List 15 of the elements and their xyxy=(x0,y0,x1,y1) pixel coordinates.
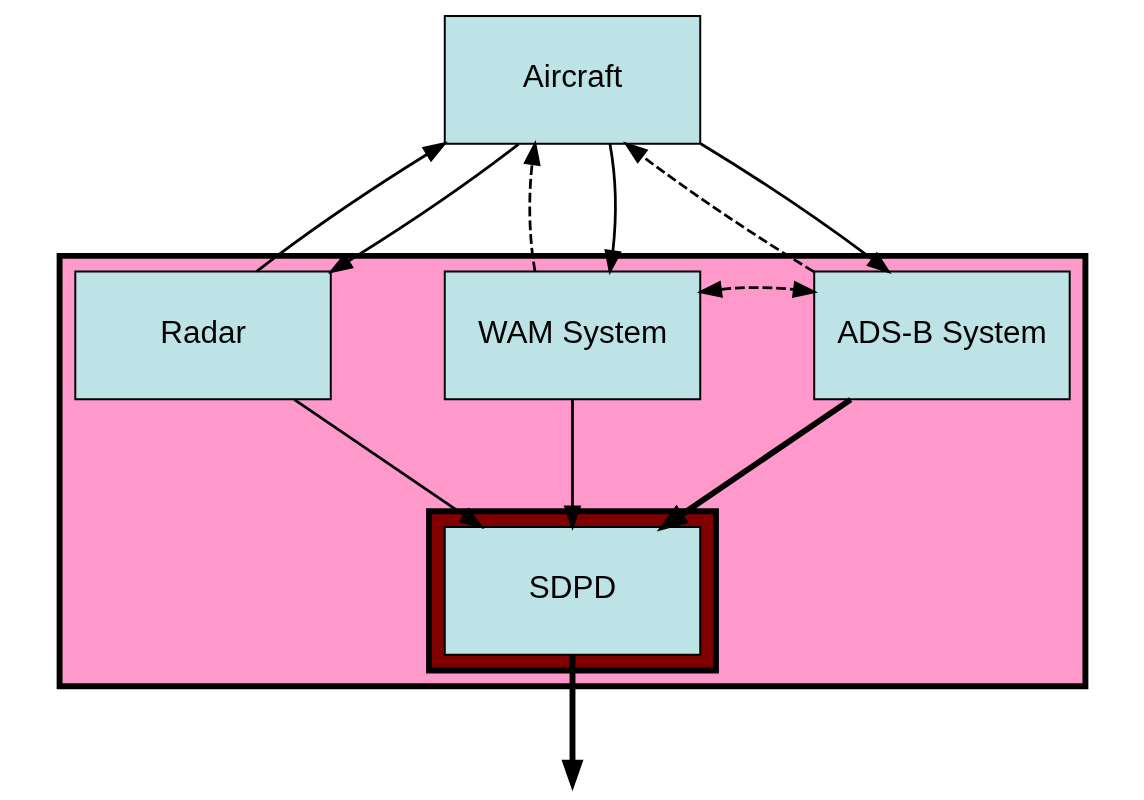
arrow xyxy=(255,141,448,273)
arrow xyxy=(656,397,852,532)
node-box: Radar xyxy=(73,270,332,401)
arrow xyxy=(699,142,892,274)
arrow xyxy=(293,398,484,529)
arrow xyxy=(327,143,519,274)
node-box: Aircraft xyxy=(443,15,701,145)
arrow xyxy=(696,280,818,299)
node-box: SDPD xyxy=(443,526,701,656)
arrow xyxy=(560,654,584,792)
node-box: WAM System xyxy=(443,270,701,401)
node-box: ADS-B System xyxy=(812,270,1071,401)
arrow xyxy=(563,399,581,531)
arrow xyxy=(622,141,814,273)
arrow xyxy=(603,143,622,276)
